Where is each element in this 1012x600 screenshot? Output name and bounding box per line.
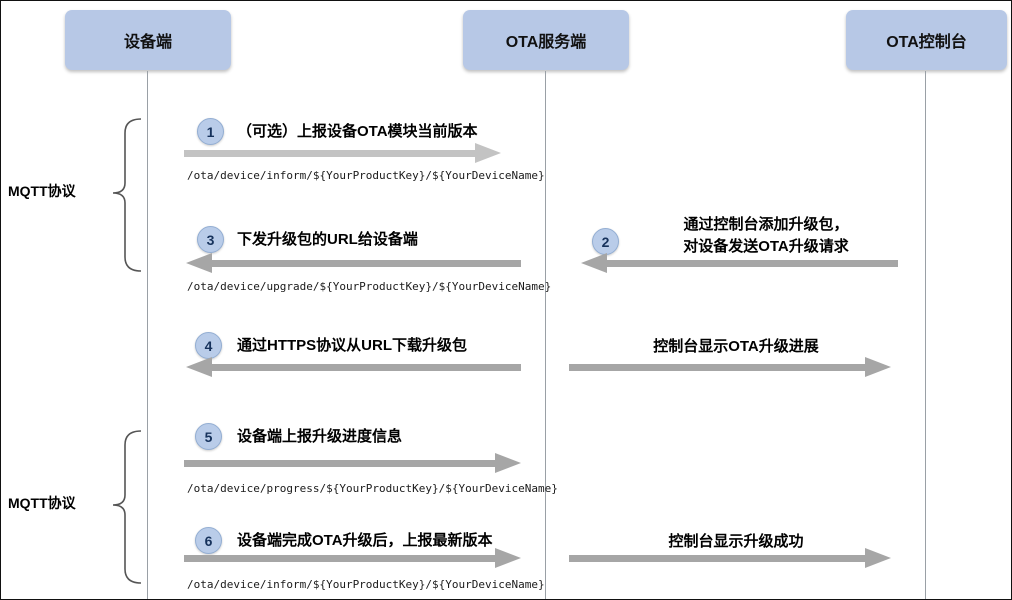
step-1-arrow-right-icon <box>184 143 501 163</box>
actor-device-label: 设备端 <box>123 34 172 51</box>
arrow-head <box>186 357 212 377</box>
step-5-arrow-right-icon <box>184 453 521 473</box>
actor-ota-console-label: OTA控制台 <box>886 34 967 51</box>
step-6-label: 设备端完成OTA升级后，上报最新版本 <box>237 532 493 549</box>
step-2-label-line2: 对设备发送OTA升级请求 <box>683 238 849 255</box>
lifeline-ota-console <box>925 71 926 599</box>
step-6-topic: /ota/device/inform/${YourProductKey}/${Y… <box>187 578 545 591</box>
console-success-label: 控制台显示升级成功 <box>668 533 804 550</box>
step-6-arrow-right-icon <box>184 548 521 568</box>
actor-ota-server-label: OTA服务端 <box>505 34 587 51</box>
step-1-label: （可选）上报设备OTA模块当前版本 <box>237 123 478 140</box>
arrow-bar <box>569 363 865 371</box>
step-2-label: 通过控制台添加升级包， 对设备发送OTA升级请求 <box>631 214 901 258</box>
step-5-label: 设备端上报升级进度信息 <box>237 428 403 445</box>
step-4-number-text: 4 <box>204 337 213 354</box>
step-2-label-line1: 通过控制台添加升级包， <box>683 216 849 233</box>
arrow-bar <box>212 363 521 371</box>
step-1-topic: /ota/device/inform/${YourProductKey}/${Y… <box>187 169 545 182</box>
step-4-number: 4 <box>195 332 222 359</box>
step-4-label: 通过HTTPS协议从URL下载升级包 <box>237 337 467 354</box>
step-5-number: 5 <box>195 423 222 450</box>
step-3-arrow-left-icon <box>186 253 521 273</box>
console-progress-arrow-right-icon <box>569 357 891 377</box>
arrow-head <box>865 548 891 568</box>
step-3-topic: /ota/device/upgrade/${YourProductKey}/${… <box>187 280 552 293</box>
mqtt-protocol-label-top: MQTT协议 <box>8 183 76 199</box>
arrow-bar <box>212 259 521 267</box>
step-5-number-text: 5 <box>204 428 213 445</box>
mqtt-protocol-label-bottom: MQTT协议 <box>8 495 76 511</box>
arrow-head <box>495 548 521 568</box>
lifeline-ota-server <box>545 71 546 599</box>
console-progress-label: 控制台显示OTA升级进展 <box>653 338 819 355</box>
actor-ota-console: OTA控制台 <box>846 10 1007 70</box>
arrow-bar <box>569 554 865 562</box>
step-6-number: 6 <box>195 527 222 554</box>
arrow-head <box>475 143 501 163</box>
arrow-bar <box>184 149 475 157</box>
arrow-head <box>186 253 212 273</box>
arrow-bar <box>184 554 495 562</box>
step-2-arrow-left-icon <box>581 253 898 273</box>
step-6-number-text: 6 <box>204 532 213 549</box>
lifeline-device <box>147 71 148 599</box>
arrow-head <box>495 453 521 473</box>
step-5-topic: /ota/device/progress/${YourProductKey}/$… <box>187 482 558 495</box>
step-1-number-text: 1 <box>206 123 215 140</box>
actor-device: 设备端 <box>65 10 231 70</box>
step-3-number: 3 <box>197 226 224 253</box>
step-1-number: 1 <box>197 118 224 145</box>
arrow-head <box>865 357 891 377</box>
console-success-arrow-right-icon <box>569 548 891 568</box>
actor-ota-server: OTA服务端 <box>463 10 629 70</box>
mqtt-brace-top <box>112 118 142 272</box>
step-2-number: 2 <box>592 228 619 255</box>
step-3-label: 下发升级包的URL给设备端 <box>237 231 418 248</box>
mqtt-brace-bottom <box>112 430 142 584</box>
arrow-bar <box>184 459 495 467</box>
arrow-head <box>581 253 607 273</box>
step-4-arrow-left-icon <box>186 357 521 377</box>
arrow-bar <box>607 259 898 267</box>
step-2-number-text: 2 <box>601 233 610 250</box>
step-3-number-text: 3 <box>206 231 215 248</box>
